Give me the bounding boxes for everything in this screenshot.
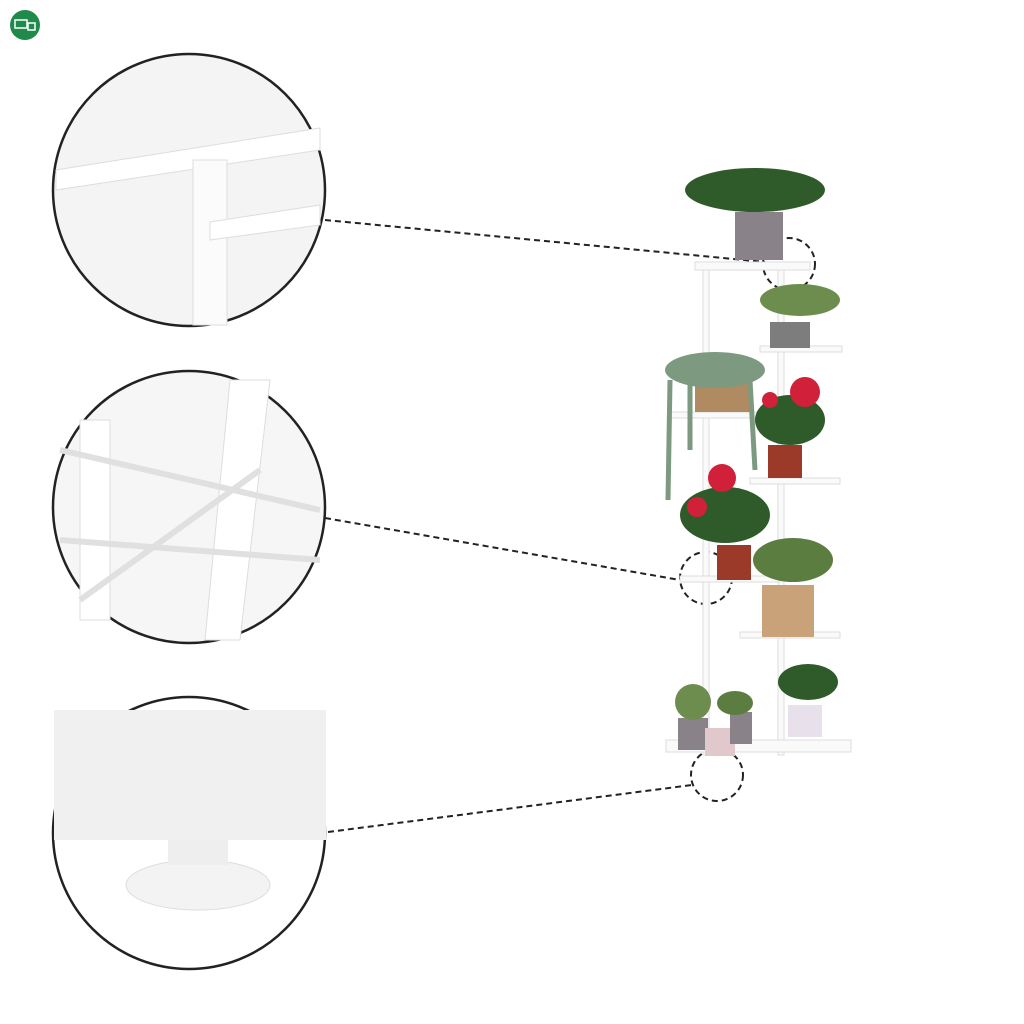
detail-circle-middle bbox=[51, 369, 327, 645]
logo-badge-icon bbox=[10, 10, 40, 40]
detail-circle-bottom bbox=[51, 695, 327, 971]
plants bbox=[665, 168, 840, 756]
detail-circle-top bbox=[51, 52, 327, 328]
